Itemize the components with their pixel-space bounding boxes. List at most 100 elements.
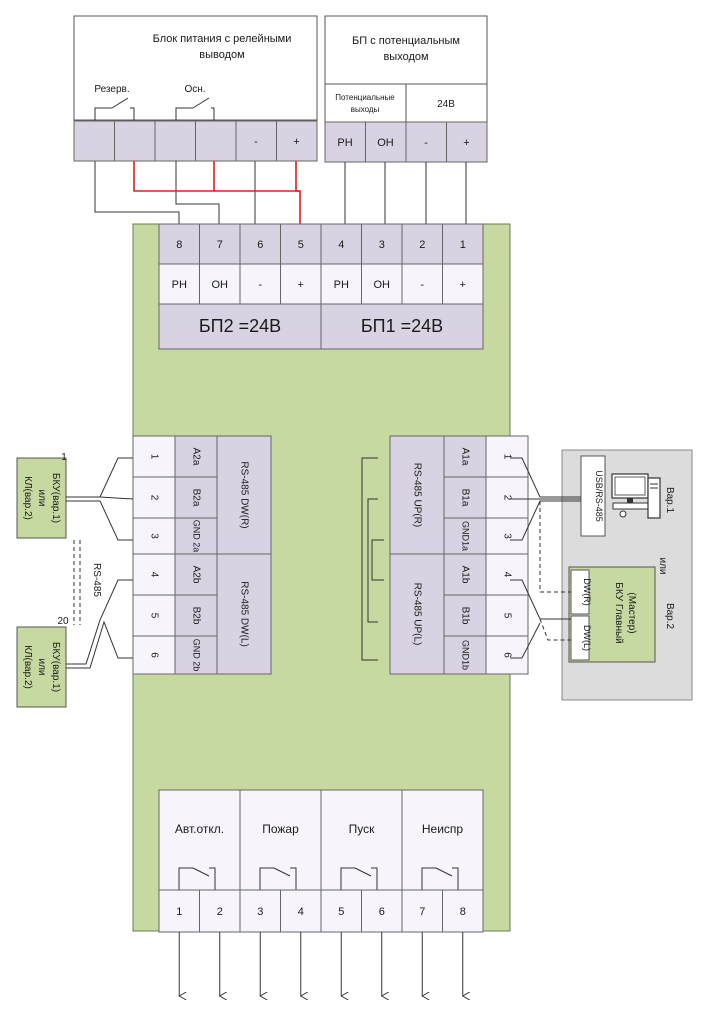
psu-potential-block: БП с потенциальным выходом Потенциальные… bbox=[324, 15, 488, 163]
right_block-number: 3 bbox=[501, 533, 512, 539]
relay-terminal-number: 1 bbox=[176, 906, 182, 918]
right_block-number: 2 bbox=[501, 495, 512, 501]
power-terminal-number-cell bbox=[320, 223, 362, 265]
field-device-1-line3: КЛ(вар.2) bbox=[22, 476, 33, 520]
dw-r-wire-b bbox=[66, 500, 133, 541]
psu-relay-contact-reserve: Резерв. bbox=[94, 84, 129, 95]
dw-r-wire-a bbox=[66, 457, 133, 498]
left_block-number: 1 bbox=[148, 454, 159, 460]
bp2-label: БП2 =24В bbox=[199, 316, 281, 336]
left_block-signal-cell bbox=[174, 594, 218, 637]
power-terminal-number: 2 bbox=[419, 239, 425, 251]
right_block-number: 6 bbox=[501, 652, 512, 658]
right_block-signal-cell bbox=[443, 594, 487, 637]
power-terminal-label-cell bbox=[361, 263, 403, 305]
right_block-group2: RS-485 UP(L) bbox=[411, 583, 422, 646]
relay-contact-symbol bbox=[340, 867, 378, 890]
port-dw-l bbox=[570, 615, 590, 661]
left_block-number: 5 bbox=[148, 613, 159, 619]
relay-output-cell bbox=[320, 789, 403, 891]
right_block-number-cell bbox=[485, 517, 529, 555]
psu-relay-terminal bbox=[195, 120, 237, 162]
usb-rs485-converter bbox=[580, 455, 606, 537]
left_block-number: 2 bbox=[148, 495, 159, 501]
right_block-signal-cell bbox=[443, 635, 487, 675]
up-r-wire-a bbox=[510, 457, 581, 498]
power-terminal-label-cell bbox=[401, 263, 443, 305]
up-bracket-wire bbox=[371, 539, 384, 581]
psu-potential-terminal-label: + bbox=[463, 137, 469, 149]
psu-potential-title-1: БП с потенциальным bbox=[352, 35, 460, 47]
right_block-signal-cell bbox=[443, 517, 487, 555]
field-device-20-line3: КЛ(вар.2) bbox=[22, 645, 33, 689]
psu-relay-contact-main: Осн. bbox=[184, 84, 205, 95]
power-terminal-number: 5 bbox=[298, 239, 304, 251]
relay-terminal-cell bbox=[158, 889, 200, 933]
relay-output-label: Пожар bbox=[262, 822, 299, 836]
power-terminal-number: 8 bbox=[176, 239, 182, 251]
relay-contact-symbol bbox=[259, 867, 297, 890]
left_block-group2: RS-485 DW(L) bbox=[238, 581, 249, 647]
relay-terminal-number: 2 bbox=[217, 906, 223, 918]
rs485-bus-label: RS-485 bbox=[91, 563, 102, 597]
left_block-number-cell bbox=[132, 594, 176, 637]
field-device-1-index: 1 bbox=[61, 452, 67, 463]
right_block-signal: GND1a bbox=[461, 521, 471, 551]
field-device-20-index: 20 bbox=[57, 616, 69, 627]
relay-output-label: Пуск bbox=[349, 822, 375, 836]
up-bracket-wire bbox=[361, 457, 378, 661]
right_block-signal-cell bbox=[443, 435, 487, 478]
relay-output-cell bbox=[158, 789, 241, 891]
field-device-1 bbox=[16, 457, 67, 539]
power-terminal-label-cell bbox=[158, 263, 200, 305]
field-device-20-line2: или bbox=[36, 658, 47, 675]
power-terminal-label: + bbox=[460, 279, 466, 291]
relay-terminal-number: 3 bbox=[257, 906, 263, 918]
master-label-1: БКУ Главный bbox=[613, 582, 624, 644]
left_block-signal: B2b bbox=[190, 607, 201, 625]
psu-relay-terminal bbox=[114, 120, 156, 162]
power-terminal-number-cell bbox=[442, 223, 484, 265]
power-terminal-label: + bbox=[298, 279, 304, 291]
right_block-signal: A1a bbox=[459, 448, 470, 466]
psu-relay-terminal-label: - bbox=[254, 136, 258, 148]
psu-wires bbox=[94, 161, 467, 224]
relay-contact-main-symbol bbox=[175, 97, 215, 121]
right_block-number-cell bbox=[485, 635, 529, 675]
psu-potential-terminal bbox=[405, 121, 447, 163]
variant-1-label: Вар.1 bbox=[664, 487, 675, 514]
psu-relay-title-2: выводом bbox=[199, 49, 244, 61]
right_block-signal: A1b bbox=[459, 566, 470, 584]
right_block-signal: B1a bbox=[459, 489, 470, 507]
relay-terminal-number: 5 bbox=[338, 906, 344, 918]
left_block-signal: A2a bbox=[190, 448, 201, 466]
psu-relay-terminal bbox=[154, 120, 196, 162]
power-terminal-number-cell bbox=[158, 223, 200, 265]
psu-relay-title-1: Блок питания с релейными bbox=[153, 33, 292, 45]
relay-output-label: Неиспр bbox=[422, 822, 464, 836]
power-terminal-label-cell bbox=[320, 263, 362, 305]
left_block-signal: GND 2a bbox=[192, 520, 202, 553]
left_block-group1: RS-485 DW(R) bbox=[238, 461, 249, 528]
right_block-number: 5 bbox=[501, 613, 512, 619]
relay-terminal-cell bbox=[199, 889, 241, 933]
psu-potential-title-2: выходом bbox=[383, 51, 428, 63]
right_block-number: 1 bbox=[501, 454, 512, 460]
left_block-signal: GND 2b bbox=[192, 639, 202, 672]
right_block-number-cell bbox=[485, 435, 529, 478]
right_block-group1: RS-485 UP(R) bbox=[411, 463, 422, 527]
relay-red-wire bbox=[133, 161, 300, 192]
left_block-number: 3 bbox=[148, 533, 159, 539]
relay-output-cell bbox=[239, 789, 322, 891]
dw-r-wire-c bbox=[99, 496, 134, 500]
psu-wire bbox=[94, 161, 180, 224]
field-device-1-line1: БКУ(вар.1) bbox=[50, 473, 61, 523]
relay-red-wire bbox=[295, 161, 301, 224]
psu-potential-outputs-2: выходы bbox=[351, 105, 380, 114]
right_block-signal: B1b bbox=[459, 607, 470, 625]
left_block-group2-cell bbox=[216, 553, 272, 675]
power-terminal-label-cell bbox=[280, 263, 322, 305]
right_block-number-cell bbox=[485, 476, 529, 519]
